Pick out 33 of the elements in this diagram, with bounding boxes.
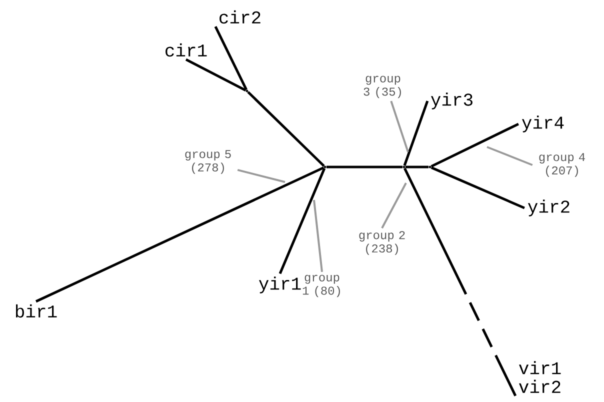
tree-branch	[247, 91, 325, 167]
branch-point	[324, 166, 326, 168]
leaf-label: yir3	[430, 92, 472, 110]
tree-branch	[214, 26, 248, 90]
leaf-label: yir2	[528, 200, 570, 216]
leaf-label: yir4	[522, 116, 564, 132]
leader-line	[237, 168, 286, 183]
branch-point	[428, 166, 432, 168]
leaf-label: vir1 vir2	[519, 361, 561, 393]
tree-branch	[404, 168, 517, 396]
tree-branch	[326, 166, 403, 168]
leaf-label: bir1	[16, 304, 57, 318]
tree-branch	[35, 166, 324, 303]
tree-branch	[403, 100, 429, 166]
branch-point	[402, 166, 406, 168]
group-label: group 2 (238)	[359, 231, 405, 255]
tree-branch	[185, 58, 246, 92]
group-label: group 1 (80)	[302, 274, 340, 298]
leader-line	[313, 200, 323, 272]
branch-point	[246, 90, 248, 92]
tree-branch	[405, 166, 429, 168]
tree-branch	[278, 168, 326, 274]
group-label: group 4 (207)	[539, 153, 585, 177]
leaf-label: cir2	[220, 10, 260, 24]
leaf-label: cir1	[166, 43, 207, 57]
group-label: group 5 (278)	[185, 150, 231, 174]
leader-line	[390, 100, 409, 152]
leader-line	[486, 146, 533, 166]
leaf-label: yir1	[258, 276, 301, 294]
tree-branch	[430, 166, 525, 210]
tree-branch	[430, 122, 520, 168]
group-label: group 3 (35)	[364, 76, 401, 98]
leader-line	[381, 182, 407, 229]
